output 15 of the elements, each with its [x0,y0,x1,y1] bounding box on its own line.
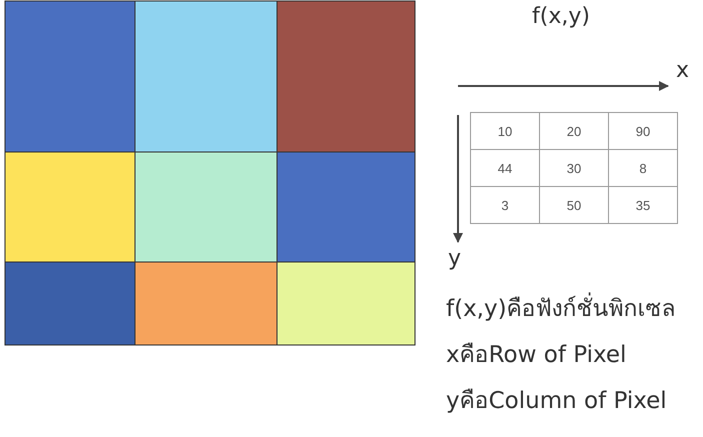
function-label: f(x,y) [532,4,590,29]
note-text: f(x,y)คือฟังก์ชั่นพิกเซล [446,290,676,326]
note-text: yคือColumn of Pixel [446,387,667,416]
table-cell: 8 [608,150,678,186]
table-cell: 3 [470,186,540,224]
table-cell: 90 [608,112,678,150]
table-cell: 30 [540,150,608,186]
table-cell: 44 [470,150,540,186]
table-cell: 50 [540,186,608,224]
note-text: xคือRow of Pixel [446,341,626,370]
table-cell: 35 [608,186,678,224]
axis-label: y [448,246,462,271]
axis-label: x [676,58,690,83]
table-cell: 10 [470,112,540,150]
table-cell: 20 [540,112,608,150]
